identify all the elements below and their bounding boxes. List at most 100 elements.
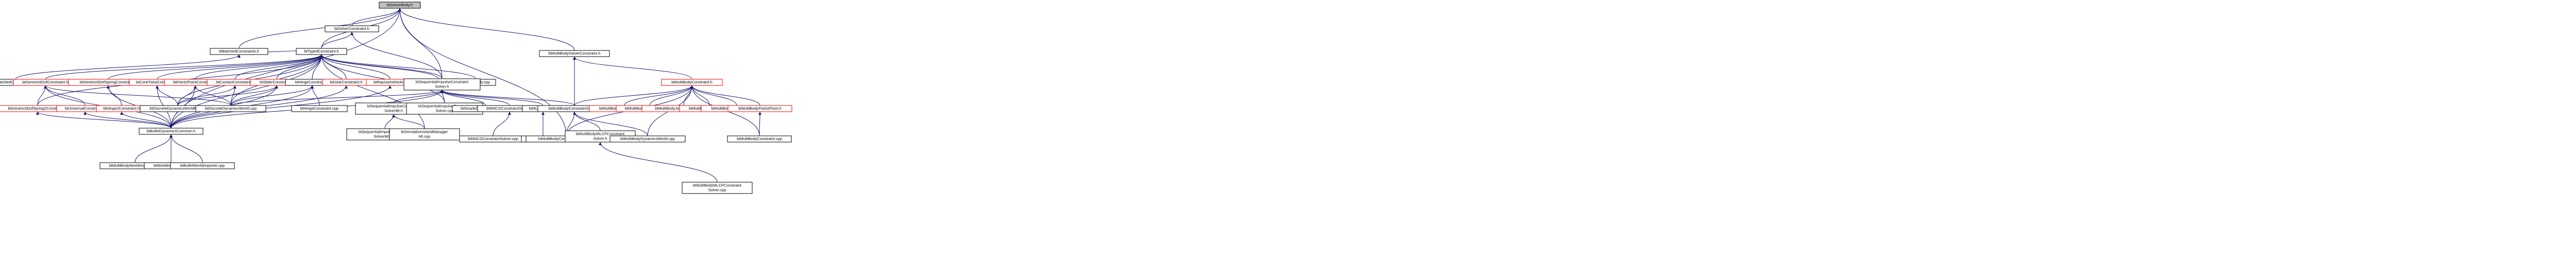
edge-typedconstraint_h-sliderconstraint_h — [276, 54, 323, 80]
edge-hinge2_h-bulletdynamicscommon — [120, 111, 172, 129]
edge-seqimpulse_h-nncg_h — [440, 90, 510, 106]
node-label: btSolverConstraint.h — [334, 26, 369, 31]
node-root[interactable]: btSolverBody.h — [379, 2, 421, 9]
edge-typedconstraint_h-bulletdynamicscommon — [171, 54, 323, 129]
edge-mbmlcp_h-mbmlcp_cpp — [599, 142, 718, 183]
edge-seqimpulse_h-mbconstraintsolver_h — [440, 90, 575, 106]
edge-seqimpulse_h-mlcp_h — [440, 90, 544, 106]
edge-contactconstraint_h-discretemt_cpp — [177, 85, 236, 106]
node-label: Mt.cpp — [419, 134, 431, 138]
edge-contactconstraint_h-discrete_cpp — [230, 85, 236, 106]
node-solverconstraint[interactable]: btSolverConstraint.h — [325, 25, 379, 32]
node-label: btContactConstraint.h — [216, 80, 254, 84]
node-multibodysolverconstraint[interactable]: btMultiBodySolverConstraint.h — [539, 50, 610, 57]
edge-conetwist_h-discretemt_cpp — [156, 85, 178, 106]
node-box — [661, 79, 723, 86]
node-label: Solver.h — [435, 84, 449, 89]
node-box — [609, 135, 686, 143]
edge-root-solverconstraint — [351, 8, 401, 26]
edge-seqimpulse_h-discrete_cpp — [230, 90, 444, 106]
edge-bulletdynamicscommon-bulletworldimporter_cpp — [170, 134, 203, 163]
node-mbdynamicsworld-cpp[interactable]: btMultiBodyDynamicsWorld.cpp — [609, 135, 686, 143]
edge-layer — [15, 8, 761, 183]
node-box — [325, 25, 379, 32]
node-hinge-cpp[interactable]: btHingeConstraint.cpp — [291, 105, 348, 112]
node-label: btBulletDynamicsCommon.h — [147, 129, 196, 133]
node-label: btMultiBodyConstraint.cpp — [737, 136, 782, 141]
edge-point2point_h-discretemt_cpp — [177, 85, 197, 106]
edge-typedconstraint_h-raycastvehicle_h — [320, 54, 391, 80]
node-box — [727, 105, 792, 112]
edge-typedconstraint_h-generic6dof_h — [45, 54, 323, 80]
edge-solverconstraint-typedconstraint_h — [321, 31, 353, 49]
node-gearconstraint-h[interactable]: btGearConstraint.h — [322, 79, 370, 86]
edge-multibodyconstraint_h-mbconstraintsolver_h — [574, 85, 693, 106]
node-label: btHingeConstraint.cpp — [300, 106, 338, 111]
node-label: btRaycastVehicle.h — [374, 80, 406, 84]
node-label: btSequentialImpulseConstraint — [359, 129, 412, 134]
node-label: btBulletWorldImporter.cpp — [180, 163, 225, 168]
node-box — [139, 128, 204, 135]
node-label: btPoint2PointConstraint.h — [173, 80, 217, 84]
edge-nncg_h-nncg_cpp — [493, 111, 511, 136]
node-nncg-cpp[interactable]: btNNCGConstraintSolver.cpp — [459, 135, 527, 143]
edge-hingeconstraint_h-discrete_cpp — [230, 85, 314, 106]
node-label: btMultiBodyDynamicsWorld.cpp — [620, 136, 675, 141]
node-mbconstraint-cpp[interactable]: btMultiBodyConstraint.cpp — [727, 135, 792, 143]
edge-typedconstraint_h-simisland_cpp — [320, 54, 425, 129]
node-label: btDiscreteDynamicsWorld.cpp — [205, 106, 257, 111]
edge-root-batchedconstraints_h — [239, 8, 401, 49]
edge-generic6dofspring_h-hinge2_h — [107, 85, 122, 106]
edge-multibodyconstraint_h-mbslider_h — [690, 85, 737, 106]
node-box — [539, 50, 610, 57]
node-box — [379, 2, 421, 9]
node-label: btHingeConstraint.h — [295, 80, 329, 84]
edge-mbconstraintsolver_h-mbdynamicsworld_cpp — [573, 111, 648, 136]
node-box — [170, 162, 235, 169]
edge-typedconstraint_h-generic6dofspring_h — [108, 54, 323, 80]
node-multibodyconstraint-h[interactable]: btMultiBodyConstraint.h — [661, 79, 723, 86]
edge-multibodysolverconstraint-multibodyconstraint_h — [573, 56, 692, 80]
edge-generic6dof_h-discrete_cpp — [44, 85, 231, 106]
node-bulletdynamicscommon[interactable]: btBulletDynamicsCommon.h — [139, 128, 204, 135]
edge-root-multibodysolverconstraint — [398, 8, 575, 51]
node-label: btGearConstraint.h — [330, 80, 362, 84]
node-hinge2-h[interactable]: btHinge2Constraint.h — [96, 105, 147, 112]
node-typedconstraint-h[interactable]: btTypedConstraint.h — [296, 48, 347, 55]
node-label: btNNCGConstraintSolver.h — [486, 106, 533, 111]
node-bulletworldimporter-cpp[interactable]: btBulletWorldImporter.cpp — [170, 162, 235, 169]
edge-bulletdynamicscommon-mbworldimporter_cpp — [134, 134, 173, 163]
edge-typedconstraint_h-seqimpulse_cpp — [320, 54, 445, 103]
node-label: btNNCGConstraintSolver.cpp — [468, 136, 518, 141]
node-label: btUniversalConstraint.h — [65, 106, 105, 111]
edge-typedconstraint_h-conetwist_h — [157, 54, 323, 80]
node-label: btMultiBodySolverConstraint.h — [549, 51, 601, 56]
node-discrete-cpp[interactable]: btDiscreteDynamicsWorld.cpp — [195, 105, 266, 112]
edge-multibodyconstraint_h-mbgear_h — [649, 85, 693, 106]
node-box — [682, 182, 753, 194]
node-label: btHinge2Constraint.h — [104, 106, 140, 111]
edge-typedconstraint_h-rigidbody_cpp — [320, 54, 477, 80]
node-box — [389, 128, 460, 141]
node-label: btMultiBodyMLCPConstraint — [693, 183, 742, 187]
node-generic6dof-h[interactable]: btGeneric6DofConstraint.h — [13, 79, 78, 86]
edge-hingeconstraint_h-hinge_cpp — [311, 85, 320, 106]
node-label: btMultiBodyConstraintSolver.h — [549, 106, 600, 111]
node-batchedconstraints-h[interactable]: btBatchedConstraints.h — [210, 48, 268, 55]
node-label: btMultiBodyPoint2Point.h — [738, 106, 782, 111]
edge-multibodyconstraint_h-mbfixed_h — [624, 85, 693, 106]
edge-sliderconstraint_h-discretemt_cpp — [177, 85, 278, 106]
node-box — [195, 105, 266, 112]
edge-root-seqimpulse_h — [398, 8, 443, 79]
node-mbpoint2point-h[interactable]: btMultiBodyPoint2Point.h — [727, 105, 792, 112]
edge-seqimpulse_h-seqimpulsemt_h — [393, 90, 444, 103]
edge-generic6dofspring2_h-bulletdynamicscommon — [36, 111, 172, 129]
edge-batchedconstraints_h-batchedconstraints_cpp — [15, 54, 241, 80]
node-label: btSliderConstraint.h — [260, 80, 294, 84]
node-label: btGeneric6DofSpring2Constraint.h — [8, 106, 67, 111]
edge-typedconstraint_h-typedconstraint_cpp — [320, 54, 439, 80]
